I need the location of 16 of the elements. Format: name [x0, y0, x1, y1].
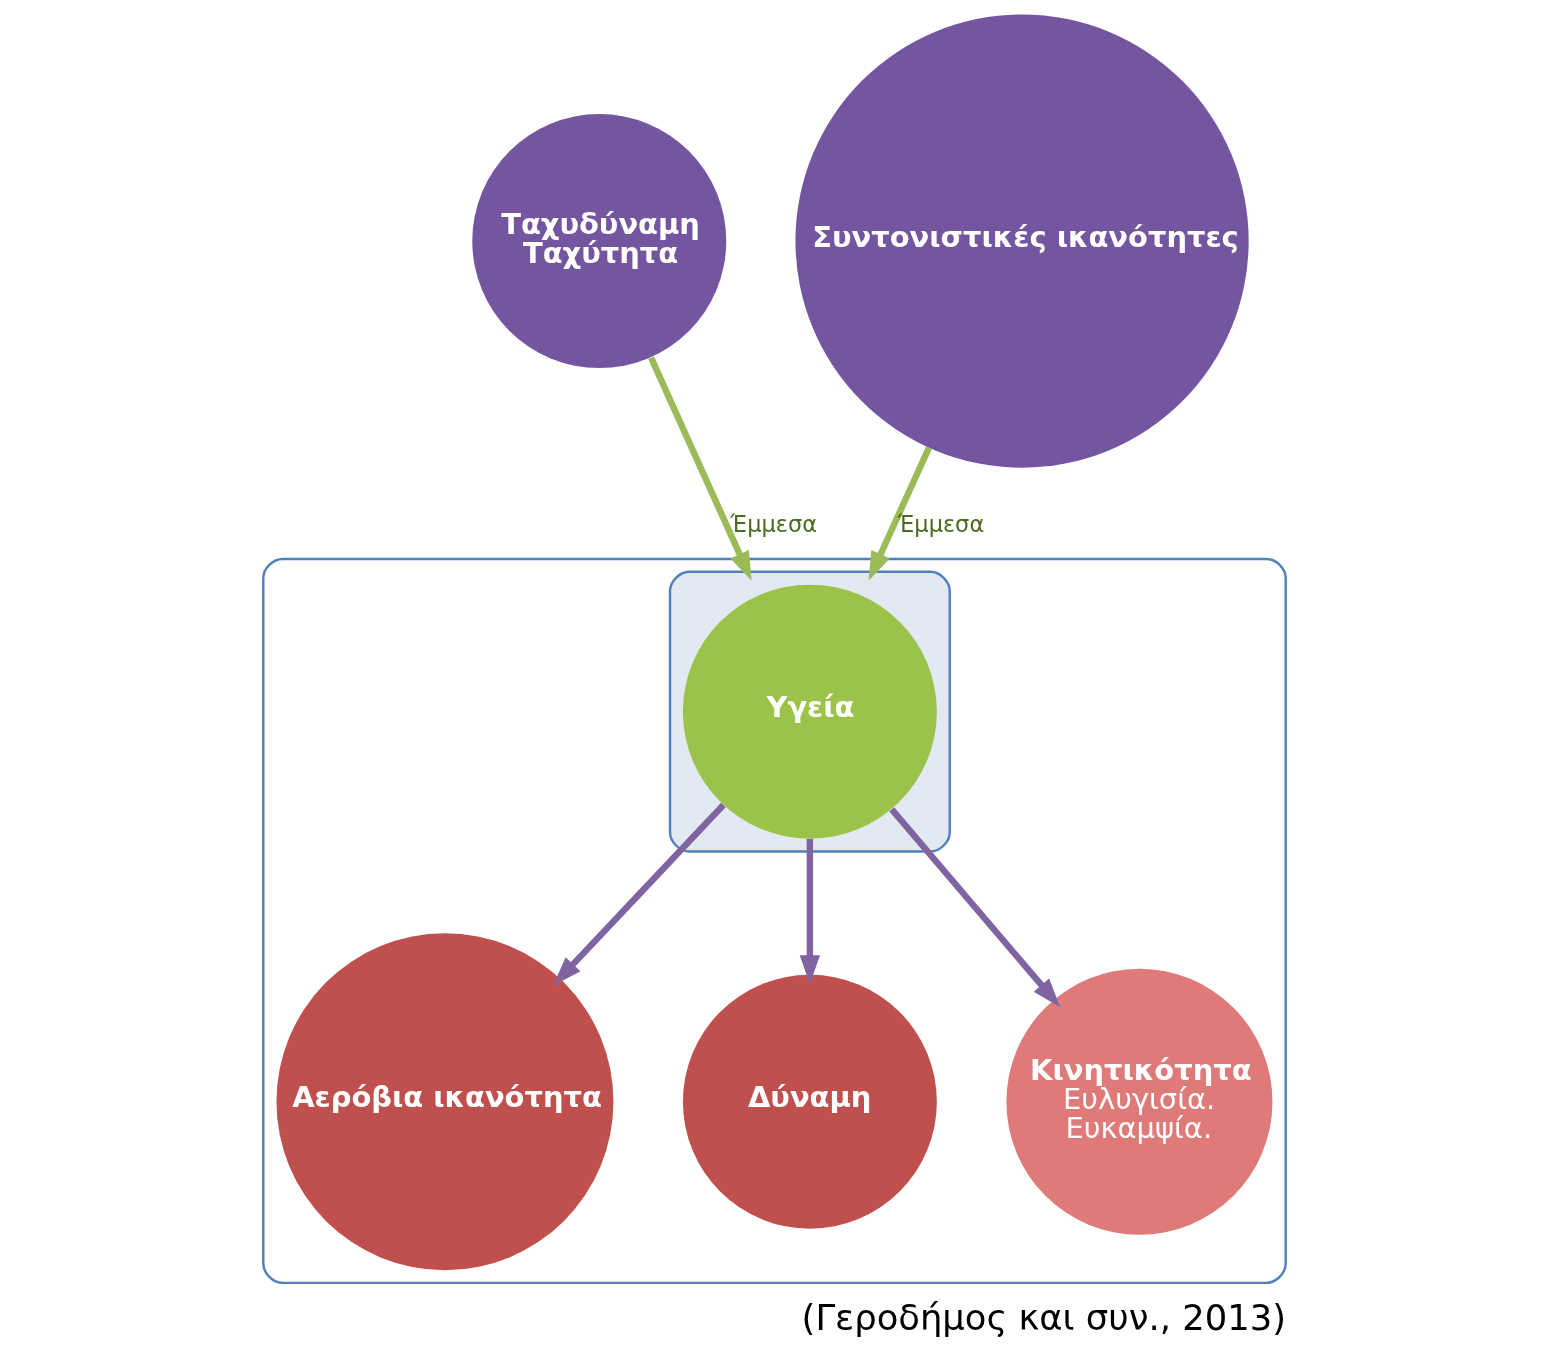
edge-label: Έμμεσα — [897, 510, 985, 537]
cluster — [262, 557, 1287, 1285]
node-circle: Αερόβια ικανότητα — [276, 933, 614, 1271]
caption: (Γεροδήμος και συν., 2013) — [801, 1297, 1286, 1339]
node-circle: Ταχυδύναμη Ταχύτητα — [472, 114, 727, 369]
arrow — [799, 838, 821, 985]
edge-label: Έμμεσα — [730, 510, 818, 537]
cluster — [668, 570, 951, 853]
arrow — [889, 807, 1061, 1008]
node-circle: Υγεία — [682, 584, 937, 839]
arrow — [868, 446, 932, 581]
arrow — [648, 356, 752, 581]
node-circle: Δύναμη — [682, 974, 937, 1229]
arrow — [553, 802, 726, 986]
node-circle: Συντονιστικές ικανότητες — [795, 14, 1249, 468]
node-circle: Κινητικότητα Ευλυγισία. Ευκαμψία. — [1006, 968, 1273, 1235]
